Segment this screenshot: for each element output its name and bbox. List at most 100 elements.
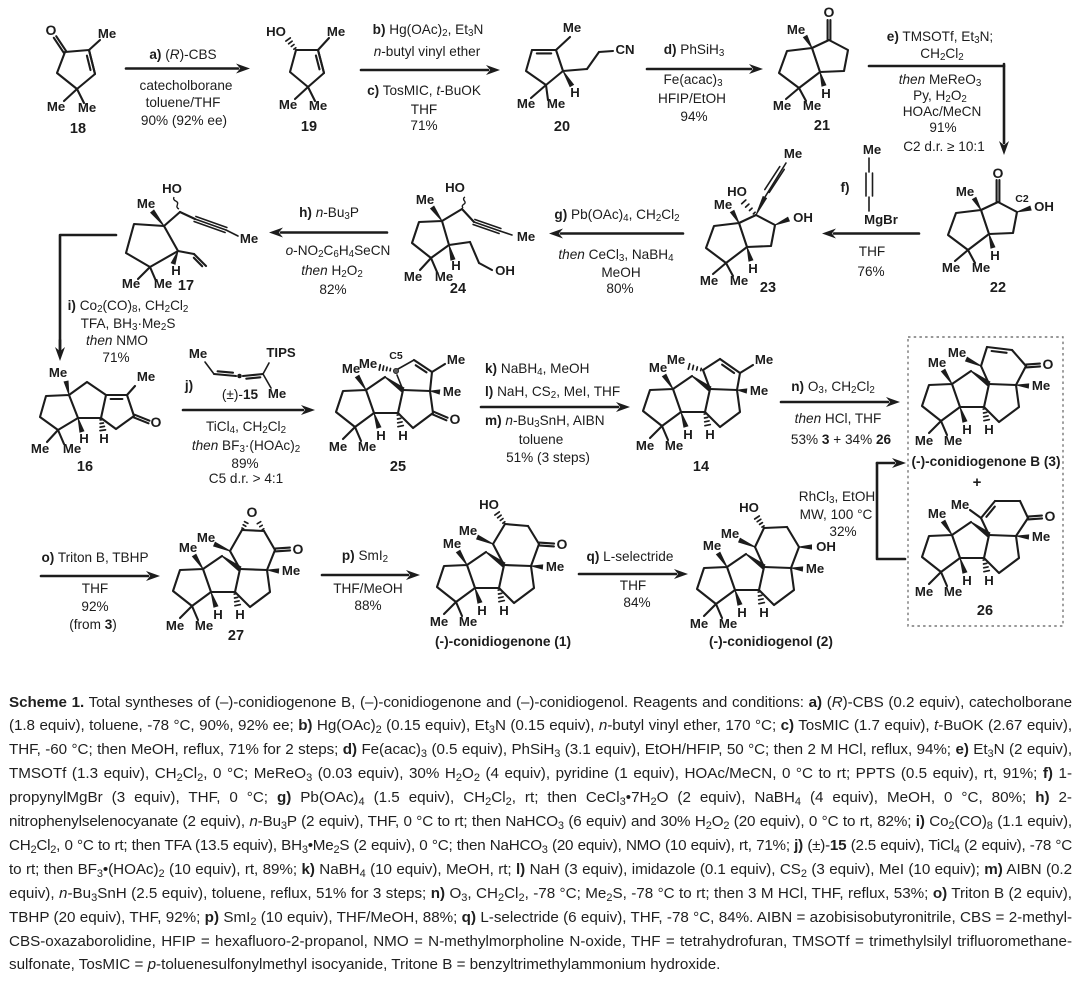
svg-text:Me: Me [863,142,881,157]
svg-text:H: H [962,422,972,437]
svg-text:C5: C5 [389,350,403,362]
svg-text:Me: Me [122,276,140,291]
svg-text:25: 25 [390,459,406,475]
svg-text:Me: Me [435,269,453,284]
svg-text:then CeCl3, NaBH4: then CeCl3, NaBH4 [558,247,674,264]
svg-text:Me: Me [750,383,768,398]
svg-text:Me: Me [279,97,297,112]
svg-text:Me: Me [358,439,376,454]
svg-text:(-)-conidiogenol (2): (-)-conidiogenol (2) [709,633,833,649]
svg-text:HO: HO [739,500,759,515]
svg-text:Me: Me [49,365,67,380]
svg-text:RhCl3, EtOH: RhCl3, EtOH [799,489,875,506]
svg-text:c) TosMIC, t-BuOK: c) TosMIC, t-BuOK [367,83,481,98]
svg-text:Me: Me [636,438,654,453]
svg-text:p) SmI2: p) SmI2 [342,548,388,565]
svg-text:b) Hg(OAc)2, Et3N: b) Hg(OAc)2, Et3N [373,22,484,39]
svg-text:Me: Me [459,614,477,629]
svg-text:OH: OH [793,210,813,225]
svg-text:H: H [683,427,693,442]
svg-text:H: H [984,422,994,437]
svg-text:h) n-Bu3P: h) n-Bu3P [299,205,359,222]
svg-text:82%: 82% [319,282,346,297]
svg-text:m) n-Bu3SnH, AIBN: m) n-Bu3SnH, AIBN [485,413,605,430]
svg-text:H: H [737,605,747,620]
svg-text:Me: Me [546,559,564,574]
svg-text:f): f) [840,180,849,195]
svg-text:Me: Me [700,273,718,288]
svg-text:THF: THF [859,244,885,259]
svg-text:(±)-15: (±)-15 [222,387,259,402]
svg-text:Me: Me [721,526,739,541]
svg-text:Me: Me [972,260,990,275]
svg-text:Me: Me [63,441,81,456]
svg-text:l) NaH, CS2, MeI, THF: l) NaH, CS2, MeI, THF [485,384,620,401]
svg-text:Me: Me [443,384,461,399]
svg-text:then HCl, THF: then HCl, THF [795,411,882,426]
svg-text:O: O [450,411,461,427]
svg-text:n) O3, CH2Cl2: n) O3, CH2Cl2 [791,379,875,396]
svg-text:76%: 76% [857,264,884,279]
svg-text:C2: C2 [1015,193,1029,205]
svg-text:20: 20 [554,119,570,135]
svg-text:o-NO2C6H4SeCN: o-NO2C6H4SeCN [286,243,391,260]
svg-text:i) Co2(CO)8, CH2Cl2: i) Co2(CO)8, CH2Cl2 [68,298,189,315]
svg-text:17: 17 [178,278,194,294]
svg-text:Me: Me [179,540,197,555]
svg-text:51% (3 steps): 51% (3 steps) [506,450,590,465]
svg-text:18: 18 [70,121,86,137]
svg-text:catecholborane: catecholborane [140,78,233,93]
svg-text:16: 16 [77,459,93,475]
svg-text:H: H [235,607,245,622]
svg-text:Me: Me [137,196,155,211]
svg-text:90% (92% ee): 90% (92% ee) [141,113,227,128]
svg-text:Me: Me [98,26,116,41]
svg-text:Me: Me [430,614,448,629]
svg-text:toluene/THF: toluene/THF [146,95,221,110]
svg-text:TFA, BH3·Me2S: TFA, BH3·Me2S [81,316,176,333]
svg-text:O: O [557,536,568,552]
svg-text:88%: 88% [354,598,381,613]
svg-text:O: O [247,504,258,520]
svg-text:OH: OH [1034,199,1054,214]
svg-text:THF: THF [620,578,646,593]
svg-text:Me: Me [268,386,286,401]
svg-text:Me: Me [359,356,377,371]
svg-text:THF: THF [82,581,108,596]
svg-text:H: H [79,431,89,446]
svg-text:Me: Me [47,99,65,114]
svg-text:O: O [293,541,304,557]
svg-text:Me: Me [703,538,721,553]
svg-text:Me: Me [404,269,422,284]
svg-text:Me: Me [773,98,791,113]
svg-text:O: O [993,165,1004,181]
svg-text:MeOH: MeOH [601,265,640,280]
svg-text:53% 3 + 34% 26: 53% 3 + 34% 26 [791,432,892,447]
svg-text:H: H [398,428,408,443]
svg-text:C2 d.r. ≥ 10:1: C2 d.r. ≥ 10:1 [903,139,985,154]
svg-text:Me: Me [787,22,805,37]
svg-text:Fe(acac)3: Fe(acac)3 [663,72,723,89]
svg-text:H: H [759,605,769,620]
svg-text:HO: HO [445,180,465,195]
svg-text:94%: 94% [680,109,707,124]
svg-text:O: O [1043,356,1054,372]
svg-text:Me: Me [942,260,960,275]
svg-text:Me: Me [714,197,732,212]
svg-text:Me: Me [915,433,933,448]
svg-text:H: H [451,258,461,273]
svg-text:H: H [376,428,386,443]
svg-text:TiCl4, CH2Cl2: TiCl4, CH2Cl2 [206,419,286,436]
svg-text:24: 24 [450,281,466,297]
svg-text:H: H [99,431,109,446]
svg-text:84%: 84% [623,595,650,610]
svg-text:Me: Me [416,192,434,207]
svg-text:H: H [171,263,181,278]
svg-text:H: H [499,603,509,618]
svg-text:19: 19 [301,119,317,135]
svg-text:H: H [748,261,758,276]
svg-text:HO: HO [727,184,747,199]
svg-text:q) L-selectride: q) L-selectride [587,549,674,564]
svg-text:14: 14 [693,459,709,475]
svg-text:O: O [1045,508,1056,524]
